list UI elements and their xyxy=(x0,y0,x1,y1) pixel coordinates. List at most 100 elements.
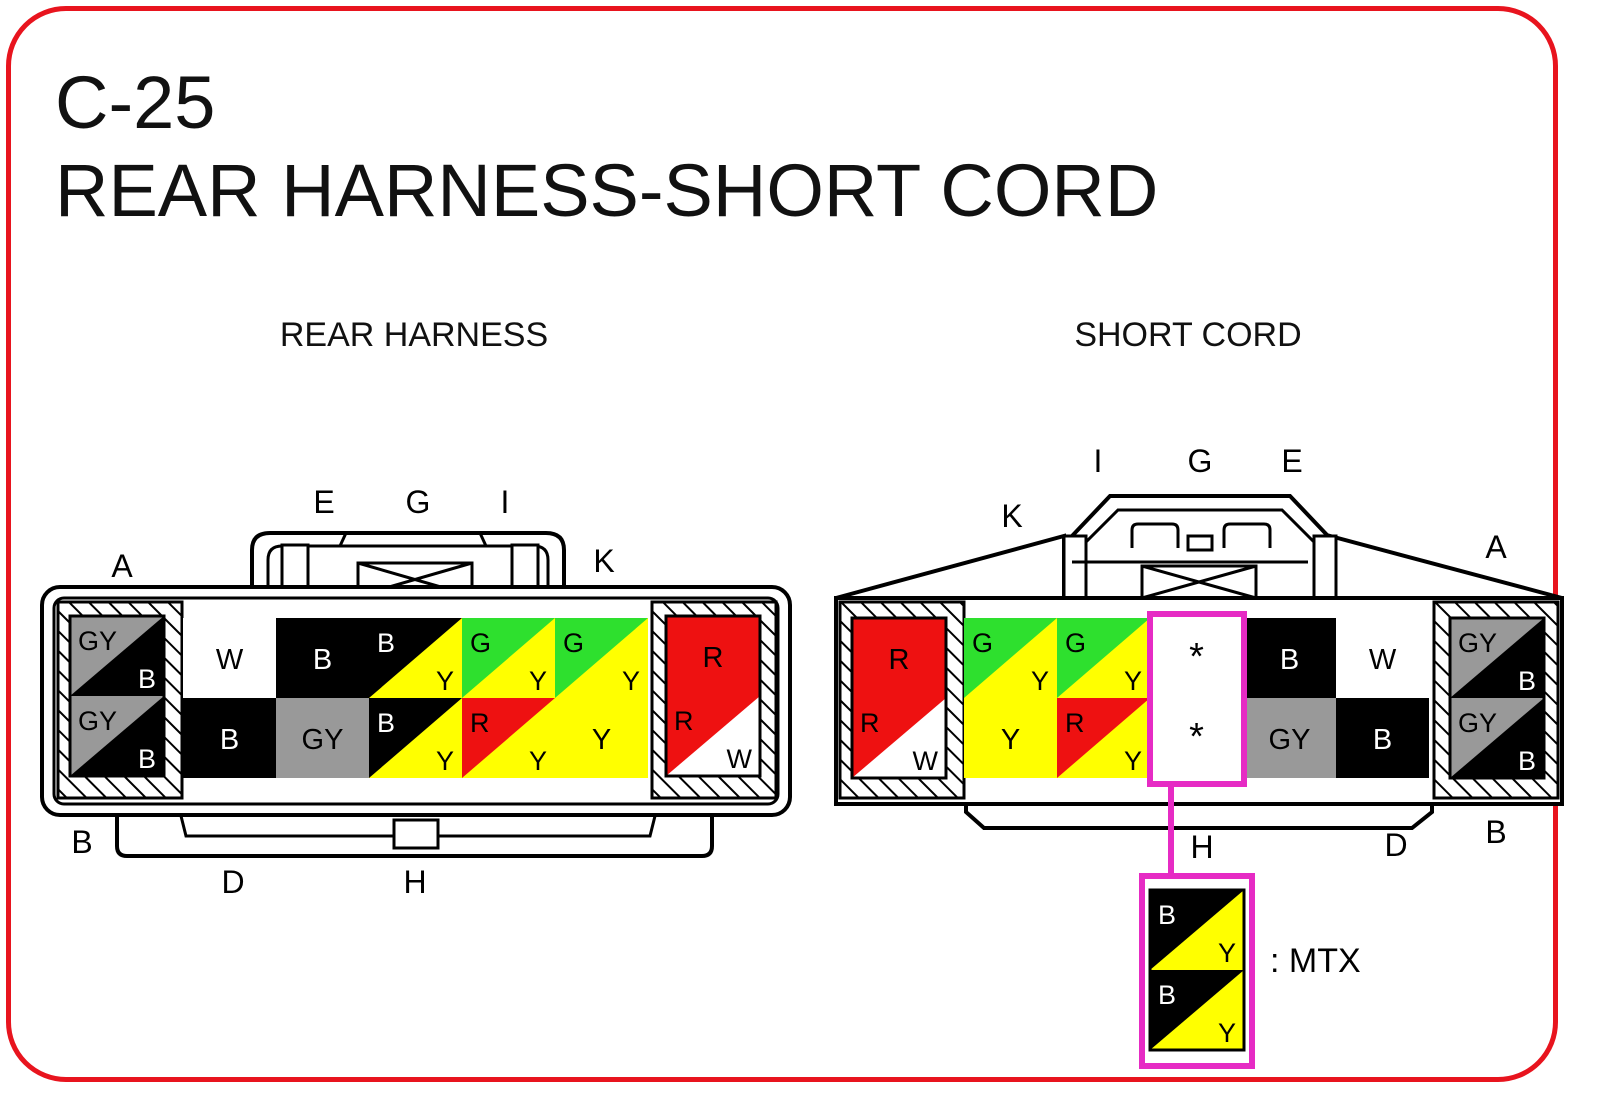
rear-left-pin-1-stripe xyxy=(70,616,164,696)
rear-pin-top-2-fill xyxy=(276,618,369,698)
mtx-pin-2-main-code: B xyxy=(1158,980,1176,1010)
short-pin-letter-h: H xyxy=(1190,829,1213,865)
rear-pin-bottom-1-code: B xyxy=(220,724,239,756)
short-pin-letter-k: K xyxy=(1001,498,1022,534)
short-cord-label: SHORT CORD xyxy=(1074,316,1301,354)
mtx-label: : MTX xyxy=(1270,942,1361,980)
rear-right-pin-1-code: R xyxy=(703,642,724,674)
short-pin-top-5-fill xyxy=(1336,618,1429,698)
short-latch-tab-left xyxy=(1130,522,1180,548)
rear-pin-bottom-2: GY xyxy=(276,698,369,778)
rear-pin-bottom-5-code: Y xyxy=(592,724,611,756)
rear-pin-bottom-5-fill xyxy=(555,698,648,778)
short-pin-bottom-2: RY xyxy=(1057,698,1150,778)
rear-pin-letter-g: G xyxy=(406,484,431,520)
rear-pin-top-3: BY xyxy=(369,618,462,698)
rear-left-pin-1-stripe-code: B xyxy=(138,664,156,694)
short-right-pin-1-stripe-code: B xyxy=(1518,666,1536,696)
short-pin-top-5: W xyxy=(1336,618,1429,698)
rear-left-pin-2-main-code: GY xyxy=(78,706,117,736)
rear-pin-bottom-1: B xyxy=(183,698,276,778)
rear-right-pin-2: RW xyxy=(666,696,760,776)
rear-pin-top-2: B xyxy=(276,618,369,698)
rear-right-pin-2-main-code: R xyxy=(674,706,694,736)
short-pin-top-3: * xyxy=(1150,618,1243,698)
rear-pin-top-5-stripe xyxy=(555,618,648,698)
short-pin-top-2: GY xyxy=(1057,618,1150,698)
short-pin-top-4: B xyxy=(1243,618,1336,698)
short-right-pin-1-main-code: GY xyxy=(1458,628,1497,658)
rear-pin-top-2-code: B xyxy=(313,644,332,676)
short-pin-letter-a: A xyxy=(1485,529,1507,565)
short-left-pin-1-fill xyxy=(852,618,946,698)
connector-code: C-25 xyxy=(55,61,216,144)
rear-right-pin-2-stripe xyxy=(666,696,760,776)
rear-left-pin-border xyxy=(68,614,166,778)
rear-latch-inner xyxy=(266,544,550,588)
rear-pin-top-5-stripe-code: Y xyxy=(622,666,640,696)
rear-pin-top-4-main-code: G xyxy=(470,628,491,658)
rear-pin-bottom-3: BY xyxy=(369,698,462,778)
rear-pin-top-1-code: W xyxy=(216,644,244,676)
short-right-pin-1: GY B xyxy=(1450,618,1544,698)
mtx-pin-1: BY xyxy=(1150,890,1244,970)
short-shoulder-right xyxy=(1328,533,1563,600)
rear-pin-bottom-4-main-code: R xyxy=(470,708,490,738)
short-pin-bottom-1: Y xyxy=(964,698,1057,778)
short-pin-top-2-stripe xyxy=(1057,618,1150,698)
rear-pin-bottom-2-code: GY xyxy=(302,724,344,756)
short-shoulder-left xyxy=(835,533,1066,600)
rear-pin-bottom-3-stripe xyxy=(369,698,462,778)
rear-pin-top-5: GY xyxy=(555,618,648,698)
rear-right-pin-2-stripe-code: W xyxy=(727,744,753,774)
rear-right-pin-1: R xyxy=(666,616,760,696)
rear-pin-top-1: W xyxy=(183,618,276,698)
rear-pin-letter-e: E xyxy=(313,484,334,520)
short-lock-cross-b xyxy=(1141,564,1257,600)
short-h-highlight xyxy=(1147,611,1247,787)
rear-pin-top-3-stripe-code: Y xyxy=(436,666,454,696)
mtx-pin-2-stripe-code: Y xyxy=(1218,1018,1236,1048)
short-left-pin-1: R xyxy=(852,618,946,698)
short-left-pin-block: R RW xyxy=(850,616,948,780)
short-left-pin-2: RW xyxy=(852,698,946,778)
short-right-pin-2: GYB xyxy=(1450,698,1544,778)
rear-right-pin-border xyxy=(664,614,762,778)
short-pin-letter-g: G xyxy=(1188,443,1213,479)
rear-pin-bottom-3-stripe-code: Y xyxy=(436,746,454,776)
short-pin-top-3-fill xyxy=(1150,618,1243,698)
short-right-pin-2-main-code: GY xyxy=(1458,708,1497,738)
short-pin-top-1-stripe-code: Y xyxy=(1031,666,1049,696)
rear-pin-top-4-stripe xyxy=(462,618,555,698)
short-left-pin-1-code: R xyxy=(889,644,910,676)
rear-pin-bottom-4-stripe xyxy=(462,698,555,778)
mtx-pin-1-stripe-code: Y xyxy=(1218,938,1236,968)
rear-pin-bottom-4-stripe-code: Y xyxy=(529,746,547,776)
short-pin-top-5-code: W xyxy=(1369,644,1397,676)
rear-pin-bottom-5: Y xyxy=(555,698,648,778)
mtx-pin-2-stripe xyxy=(1150,970,1244,1050)
diagram-frame xyxy=(6,6,1558,1082)
short-pin-bottom-4-fill xyxy=(1243,698,1336,778)
rear-pin-top-5-main-code: G xyxy=(563,628,584,658)
short-pin-top-3-mark: * xyxy=(1189,636,1204,678)
rear-pin-letter-i: I xyxy=(501,484,510,520)
short-bottom-skirt xyxy=(964,800,1434,830)
short-pin-top-1-stripe xyxy=(964,618,1057,698)
rear-latch-ridge xyxy=(338,531,488,547)
rear-pin-letter-a: A xyxy=(111,548,133,584)
short-pin-bottom-1-code: Y xyxy=(1001,724,1020,756)
short-pin-bottom-5-code: B xyxy=(1373,724,1392,756)
short-pin-bottom-3: * xyxy=(1150,698,1243,778)
mtx-pin-border xyxy=(1148,888,1246,1052)
short-pin-letter-d: D xyxy=(1384,827,1407,863)
short-pin-bottom-4-code: GY xyxy=(1269,724,1311,756)
rear-left-pin-2-stripe xyxy=(70,696,164,776)
short-left-pin-2-stripe xyxy=(852,698,946,778)
rear-pin-bottom-2-fill xyxy=(276,698,369,778)
short-pin-top-4-fill xyxy=(1243,618,1336,698)
